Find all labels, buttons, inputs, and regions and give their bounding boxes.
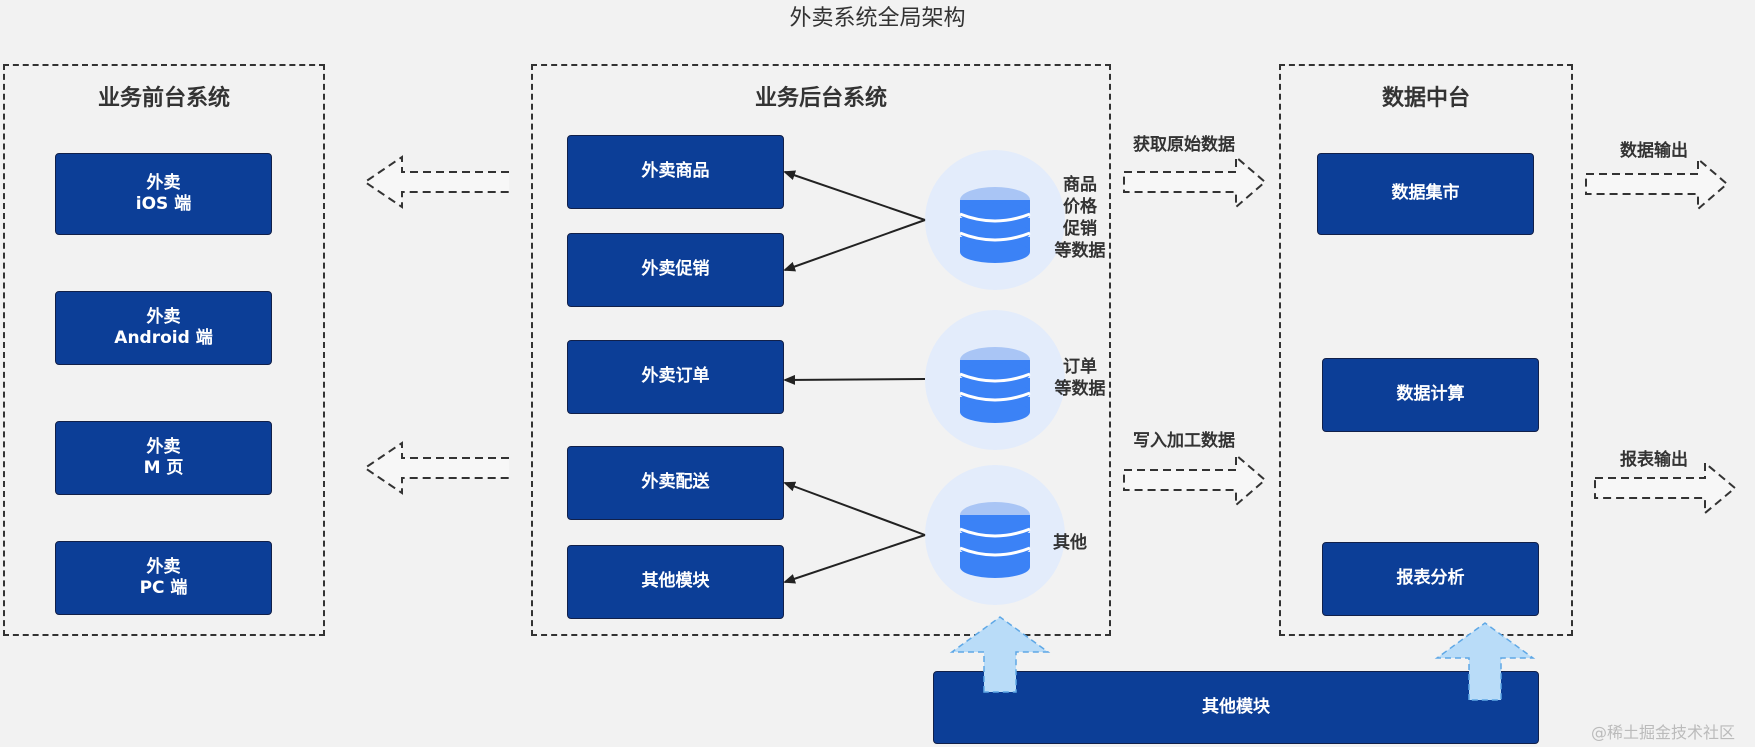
datacenter-item-compute[interactable]: 数据计算 bbox=[1322, 358, 1539, 432]
db-label-goods: 商品 价格 促销 等数据 bbox=[1040, 174, 1120, 262]
db-label-line: 价格 bbox=[1063, 197, 1097, 218]
front-item-line1: 外卖 bbox=[146, 436, 181, 457]
flow-label-fetch-raw: 获取原始数据 bbox=[1133, 135, 1235, 155]
datacenter-title: 数据中台 bbox=[1381, 86, 1470, 111]
hollow-arrow-left-bottom bbox=[363, 441, 509, 495]
link-db1-promo bbox=[783, 219, 926, 272]
front-item-line2: M 页 bbox=[143, 458, 184, 478]
datacenter-item-label: 数据计算 bbox=[1396, 384, 1465, 405]
db-label-line: 订单 bbox=[1063, 357, 1097, 377]
front-item-line1: 外卖 bbox=[146, 306, 181, 327]
db-label-line: 等数据 bbox=[1054, 241, 1106, 262]
link-db3-delivery bbox=[783, 481, 926, 536]
db-label-other: 其他 bbox=[1030, 532, 1110, 554]
datacenter-item-mart[interactable]: 数据集市 bbox=[1317, 153, 1534, 235]
db-label-order: 订单 等数据 bbox=[1040, 356, 1120, 400]
datacenter-group: 数据中台 bbox=[1279, 64, 1573, 636]
hollow-arrow-write-processed bbox=[1123, 452, 1267, 508]
db-label-line: 等数据 bbox=[1054, 379, 1106, 400]
front-system-title: 业务前台系统 bbox=[97, 86, 230, 111]
link-db2-order bbox=[783, 374, 926, 385]
database-icon bbox=[959, 347, 1031, 423]
up-arrow-to-backend bbox=[949, 616, 1051, 693]
datacenter-item-report[interactable]: 报表分析 bbox=[1322, 542, 1539, 616]
database-icon bbox=[959, 502, 1031, 578]
database-icon bbox=[959, 187, 1031, 263]
link-db1-goods bbox=[783, 170, 926, 221]
module-label: 其他模块 bbox=[641, 571, 710, 592]
front-item-line2: Android 端 bbox=[114, 328, 213, 348]
flow-label-report-output: 报表输出 bbox=[1620, 450, 1688, 470]
backend-module-order[interactable]: 外卖订单 bbox=[567, 340, 784, 414]
front-system-group: 业务前台系统 bbox=[3, 64, 325, 636]
backend-system-group: 业务后台系统 bbox=[531, 64, 1111, 636]
front-item-line1: 外卖 bbox=[146, 556, 181, 577]
hollow-arrow-fetch-raw bbox=[1123, 154, 1267, 210]
up-arrow-to-datacenter bbox=[1434, 622, 1536, 701]
front-item-android[interactable]: 外卖 Android 端 bbox=[55, 291, 272, 365]
backend-module-other[interactable]: 其他模块 bbox=[567, 545, 784, 619]
module-label: 外卖促销 bbox=[641, 259, 710, 280]
backend-system-title: 业务后台系统 bbox=[754, 86, 887, 111]
front-item-line2: iOS 端 bbox=[135, 194, 192, 214]
bottom-module-label: 其他模块 bbox=[1202, 696, 1270, 717]
watermark: @稀土掘金技术社区 bbox=[1590, 723, 1735, 742]
link-db3-other bbox=[783, 534, 926, 584]
flow-label-data-output: 数据输出 bbox=[1620, 141, 1688, 161]
datacenter-item-label: 报表分析 bbox=[1396, 568, 1465, 589]
module-label: 外卖商品 bbox=[641, 161, 710, 182]
module-label: 外卖配送 bbox=[641, 472, 710, 493]
db-label-line: 其他 bbox=[1053, 533, 1087, 553]
front-item-line2: PC 端 bbox=[139, 578, 188, 598]
backend-module-promo[interactable]: 外卖促销 bbox=[567, 233, 784, 307]
hollow-arrow-left-top bbox=[363, 155, 509, 209]
page-title: 外卖系统全局架构 bbox=[789, 6, 966, 31]
hollow-arrow-report-output bbox=[1594, 460, 1737, 516]
hollow-arrow-data-output bbox=[1585, 156, 1729, 212]
db-label-line: 促销 bbox=[1063, 219, 1097, 240]
front-item-mpage[interactable]: 外卖 M 页 bbox=[55, 421, 272, 495]
front-item-pc[interactable]: 外卖 PC 端 bbox=[55, 541, 272, 615]
front-item-line1: 外卖 bbox=[146, 172, 181, 193]
backend-module-goods[interactable]: 外卖商品 bbox=[567, 135, 784, 209]
datacenter-item-label: 数据集市 bbox=[1391, 183, 1460, 204]
flow-label-write-processed: 写入加工数据 bbox=[1133, 431, 1235, 451]
front-item-ios[interactable]: 外卖 iOS 端 bbox=[55, 153, 272, 235]
bottom-other-module[interactable]: 其他模块 bbox=[933, 671, 1539, 744]
backend-module-delivery[interactable]: 外卖配送 bbox=[567, 446, 784, 520]
db-label-line: 商品 bbox=[1063, 175, 1097, 195]
module-label: 外卖订单 bbox=[641, 366, 710, 387]
